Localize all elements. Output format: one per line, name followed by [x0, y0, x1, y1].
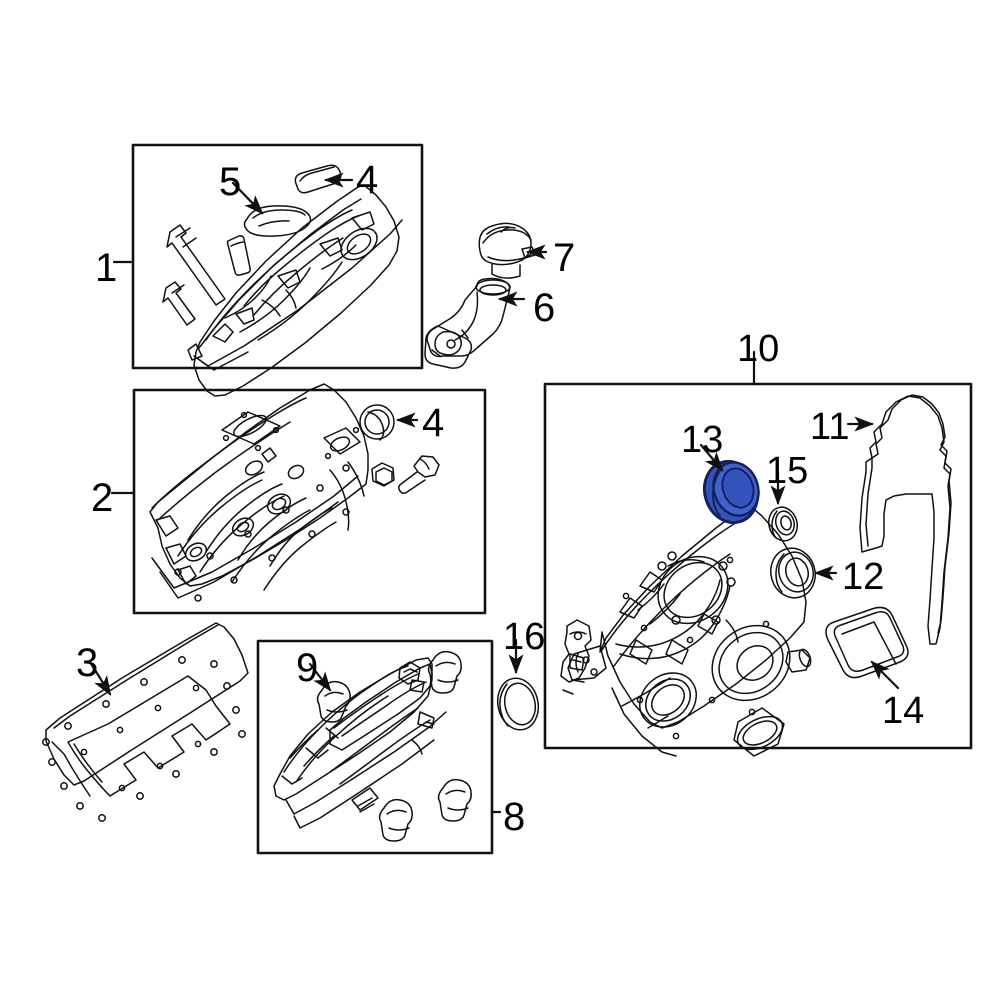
manifold-bolt — [397, 455, 440, 495]
valve-cover-assembly — [162, 164, 403, 397]
box-1-valve-cover — [131, 143, 424, 370]
timing-cover-body — [567, 505, 812, 757]
box-8-engine-cover — [256, 639, 494, 855]
valve-cover-bolt — [166, 224, 226, 306]
engine-cover-shield-body — [273, 657, 447, 829]
callout-label-1: 1 — [95, 246, 118, 290]
crank-seal-ring-16 — [496, 677, 540, 731]
intake-manifold-assembly — [149, 383, 440, 602]
callout-label-16: 16 — [503, 616, 546, 658]
cover-grommet-2 — [427, 650, 462, 694]
callout-label-2: 2 — [91, 476, 114, 520]
cover-grommet-3 — [378, 798, 413, 842]
camshaft-position-sensor — [560, 619, 592, 695]
callout-label-13: 13 — [681, 419, 724, 461]
tube-seal-pin — [226, 235, 251, 276]
callout-label-8: 8 — [503, 795, 526, 839]
valve-cover-body — [187, 184, 403, 397]
callout-label-4-lower: 4 — [422, 401, 445, 445]
oil-filler-cap — [478, 222, 536, 279]
timing-cover-assembly — [560, 394, 952, 757]
intake-manifold-body — [149, 383, 369, 602]
callout-label-12: 12 — [842, 556, 885, 598]
camshaft-seal-highlighted — [702, 459, 760, 525]
manifold-nut — [371, 462, 395, 487]
callout-arrow-13 — [699, 443, 724, 472]
callout-arrow-5 — [231, 181, 264, 215]
callout-label-7: 7 — [553, 236, 576, 280]
callout-arrow-3 — [88, 660, 112, 696]
spark-plug-tube-seal — [294, 164, 342, 194]
timing-cover-gasket — [859, 394, 952, 645]
sensor-o-ring — [767, 506, 799, 542]
oil-filler-neck — [424, 277, 511, 369]
callout-arrow-9 — [308, 662, 332, 692]
callout-arrow-14 — [870, 660, 900, 690]
callout-label-15: 15 — [766, 450, 809, 492]
engine-cover-assembly — [273, 650, 472, 842]
oil-filler-grommet — [243, 205, 312, 237]
callout-label-5: 5 — [219, 160, 242, 204]
callout-label-3: 3 — [76, 641, 99, 685]
callout-label-11: 11 — [810, 406, 850, 448]
callout-label-9: 9 — [296, 646, 319, 690]
crankshaft-front-seal — [770, 547, 816, 599]
cover-grommet-4 — [437, 778, 472, 822]
callout-label-10: 10 — [737, 328, 780, 370]
callout-label-14: 14 — [882, 690, 925, 732]
manifold-seal — [359, 404, 395, 441]
valve-cover-stud — [162, 281, 196, 326]
callout-label-6: 6 — [533, 286, 556, 330]
callout-label-4-upper: 4 — [356, 158, 379, 202]
water-pump-gasket — [825, 606, 909, 679]
valve-cover-gasket — [42, 622, 249, 822]
